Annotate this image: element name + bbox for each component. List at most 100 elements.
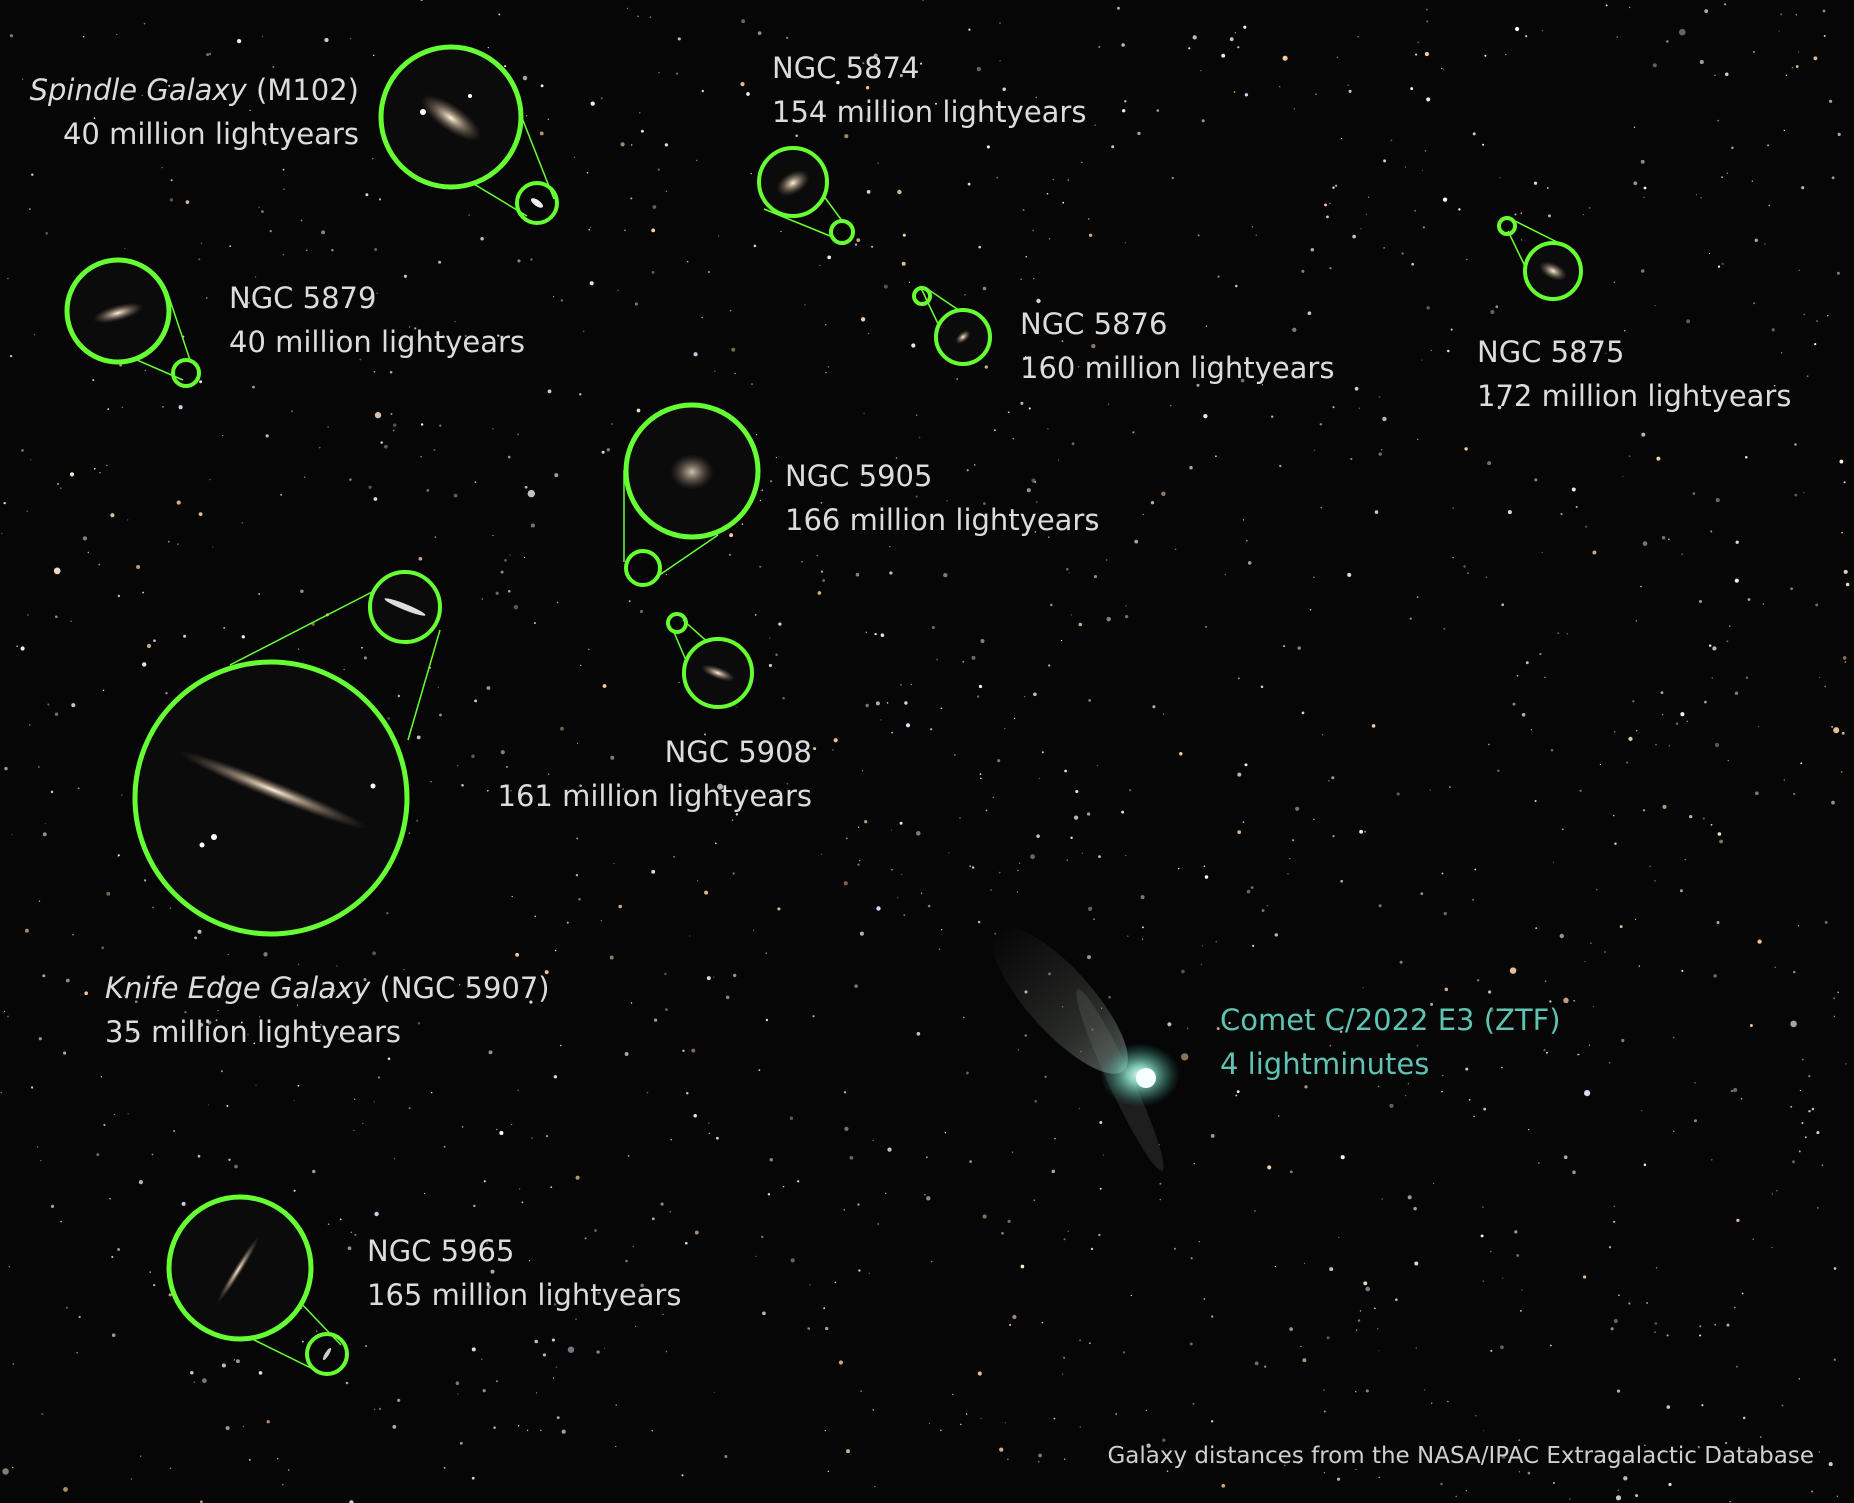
star — [1420, 892, 1424, 895]
star — [9, 34, 14, 38]
spindle-galaxy-marker — [378, 44, 559, 225]
star — [1047, 428, 1049, 430]
star — [1041, 1321, 1044, 1324]
star — [1717, 265, 1721, 268]
star — [304, 476, 306, 478]
star — [1146, 1443, 1151, 1448]
star — [420, 0, 423, 2]
star — [1560, 512, 1563, 516]
knife-edge-galaxy-label: Knife Edge Galaxy (NGC 5907) 35 million … — [105, 966, 550, 1054]
star — [846, 837, 848, 840]
star — [1548, 214, 1551, 218]
star — [630, 1002, 633, 1004]
star — [604, 1347, 606, 1349]
star — [1203, 413, 1208, 419]
star — [669, 1210, 672, 1213]
star — [824, 1429, 826, 1432]
star — [1767, 144, 1770, 147]
star — [1778, 30, 1780, 32]
star — [533, 622, 536, 625]
star — [1837, 991, 1839, 994]
star — [143, 879, 147, 882]
star — [1774, 966, 1776, 968]
star — [1635, 1494, 1639, 1498]
star — [1533, 181, 1538, 185]
star — [283, 188, 285, 190]
star — [1359, 1310, 1362, 1312]
star — [895, 457, 898, 459]
star — [1037, 1460, 1040, 1463]
star — [1472, 898, 1474, 901]
star — [1071, 442, 1075, 446]
star — [1007, 1219, 1011, 1224]
star — [255, 1084, 257, 1086]
star — [1196, 383, 1200, 387]
star — [816, 554, 818, 557]
star — [1124, 100, 1127, 103]
star — [900, 684, 902, 686]
star — [47, 703, 50, 706]
star — [734, 372, 736, 375]
star — [82, 35, 85, 38]
star — [1033, 692, 1037, 697]
star — [665, 1350, 668, 1353]
star — [1550, 1344, 1552, 1347]
star — [1088, 233, 1093, 237]
star — [1088, 699, 1092, 702]
star — [365, 1345, 367, 1348]
star — [1704, 9, 1709, 13]
star — [1336, 56, 1339, 59]
star — [1313, 818, 1315, 821]
star — [1488, 743, 1490, 746]
star — [706, 976, 711, 981]
star — [985, 809, 988, 812]
star — [1060, 639, 1063, 642]
star — [1792, 1160, 1795, 1164]
star — [786, 36, 789, 39]
star — [1093, 918, 1095, 921]
star — [588, 648, 590, 650]
star — [899, 74, 903, 78]
star — [198, 512, 203, 516]
star — [1681, 553, 1683, 555]
star — [1837, 132, 1841, 136]
star — [1034, 1100, 1037, 1103]
star — [916, 831, 921, 836]
star — [507, 589, 511, 593]
star — [1099, 1187, 1102, 1190]
star — [731, 819, 734, 821]
star — [1289, 1170, 1293, 1174]
star — [1654, 1331, 1656, 1333]
star — [1053, 1417, 1056, 1420]
star — [1640, 269, 1645, 273]
star — [589, 281, 594, 286]
star — [439, 424, 442, 427]
star — [1514, 213, 1517, 216]
star — [925, 1156, 928, 1159]
star — [1320, 507, 1322, 509]
spindle-galaxy-id: (M102) — [255, 73, 359, 107]
star — [1079, 1426, 1081, 1428]
star — [124, 995, 126, 997]
star — [1179, 752, 1183, 756]
star — [481, 1358, 483, 1360]
ngc-5965-marker — [166, 1194, 349, 1376]
star — [54, 712, 59, 716]
star — [559, 1044, 562, 1047]
star — [1505, 53, 1507, 56]
star — [630, 197, 633, 200]
star — [490, 1269, 495, 1274]
star — [832, 749, 834, 751]
star — [1440, 1482, 1443, 1486]
star — [1020, 1264, 1025, 1269]
star — [1355, 1468, 1357, 1471]
star — [1794, 443, 1797, 446]
star — [651, 271, 655, 274]
star — [1484, 54, 1487, 57]
star — [106, 464, 108, 467]
star — [1642, 541, 1648, 546]
star — [1815, 319, 1819, 323]
star — [959, 817, 961, 819]
star — [889, 546, 891, 548]
ngc-5874-name: NGC 5874 — [772, 51, 920, 85]
